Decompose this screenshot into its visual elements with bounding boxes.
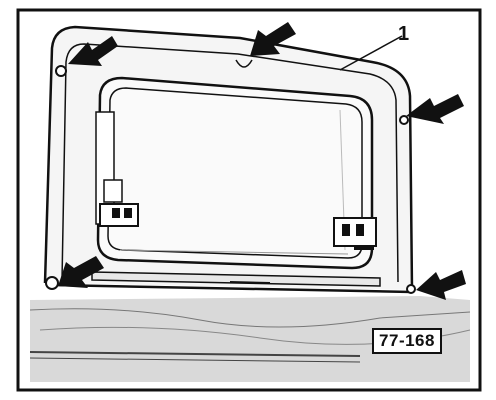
floor-shading <box>29 296 471 382</box>
arrow-top-left <box>68 36 118 66</box>
clip-bottom-right <box>406 284 416 294</box>
arrow-bottom-right <box>416 270 466 300</box>
clip-top-left <box>55 65 67 77</box>
latch-right <box>333 217 377 250</box>
clip-right <box>399 115 409 125</box>
clip-bottom-left <box>45 276 59 290</box>
callout-leader <box>339 35 403 71</box>
arrow-bottom-left <box>58 256 104 288</box>
latch-left <box>95 111 139 227</box>
arrow-right <box>406 94 464 124</box>
window-frame <box>91 76 381 287</box>
indicator-arrows <box>58 22 466 300</box>
diagram-border <box>16 8 482 392</box>
callout-number: 1 <box>398 23 409 45</box>
arrow-top-center <box>250 22 296 56</box>
figure-id-label: 77-168 <box>372 328 442 354</box>
